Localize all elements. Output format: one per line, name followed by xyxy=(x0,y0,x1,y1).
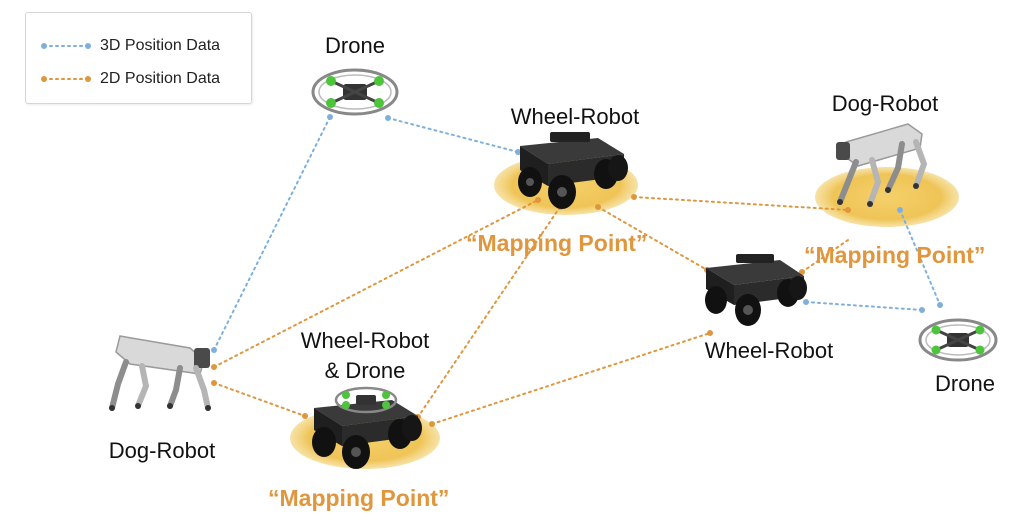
dog-robot-left-icon xyxy=(109,335,211,411)
legend-2d-label: 2D Position Data xyxy=(100,70,221,87)
mapping-point-label-bottom: “Mapping Point” xyxy=(268,485,450,511)
label-dog-robot-left: Dog-Robot xyxy=(108,438,216,463)
links-3d xyxy=(213,116,941,351)
label-wheel-robot-drone-line1: Wheel-Robot xyxy=(300,328,430,353)
link-2d-dog-to-wheel-drone xyxy=(213,382,306,417)
links-2d xyxy=(213,196,849,425)
wheel-robot-mid-icon xyxy=(705,254,807,326)
mapping-disc-right xyxy=(815,167,959,227)
legend-3d-line-icon xyxy=(41,43,91,49)
mapping-point-label-top: “Mapping Point” xyxy=(466,230,648,256)
link-3d-dog-to-drone xyxy=(213,116,331,351)
legend-item-2d: 2D Position Data xyxy=(40,68,220,90)
legend-2d-line-icon xyxy=(41,76,91,82)
link-3d-wheel-to-drone-right xyxy=(805,301,923,311)
label-drone-right: Drone xyxy=(935,371,995,396)
link-3d-drone-to-wheel xyxy=(387,117,519,153)
link-2d-wheel-top-to-wheel-mid xyxy=(597,206,708,271)
label-wheel-robot-top: Wheel-Robot xyxy=(510,104,640,129)
label-wheel-robot-mid: Wheel-Robot xyxy=(704,338,834,363)
link-2d-wheel-drone-to-wheel-mid xyxy=(431,332,711,425)
link-3d-dog-to-drone-right xyxy=(899,209,941,306)
mapping-point-label-right: “Mapping Point” xyxy=(804,242,986,268)
label-drone-top: Drone xyxy=(325,33,385,58)
link-2d-wheel-top-to-wheel-drone xyxy=(417,206,561,418)
link-2d-dog-to-wheel-top xyxy=(213,199,539,368)
wheel-robot-top-icon xyxy=(518,132,628,209)
label-dog-robot-right: Dog-Robot xyxy=(831,91,939,116)
legend: 3D Position Data 2D Position Data xyxy=(25,12,252,104)
legend-3d-label: 3D Position Data xyxy=(100,37,221,54)
label-wheel-robot-drone-line2: & Drone xyxy=(324,358,406,383)
link-3d-endpoints xyxy=(211,114,943,353)
wheel-robot-drone-icon xyxy=(312,386,422,469)
drone-top-icon xyxy=(311,68,399,116)
link-2d-wheel-top-to-dog-right xyxy=(633,196,849,211)
drone-right-icon xyxy=(918,318,998,362)
dog-robot-right-icon xyxy=(836,123,928,207)
legend-item-3d: 3D Position Data xyxy=(40,35,220,57)
